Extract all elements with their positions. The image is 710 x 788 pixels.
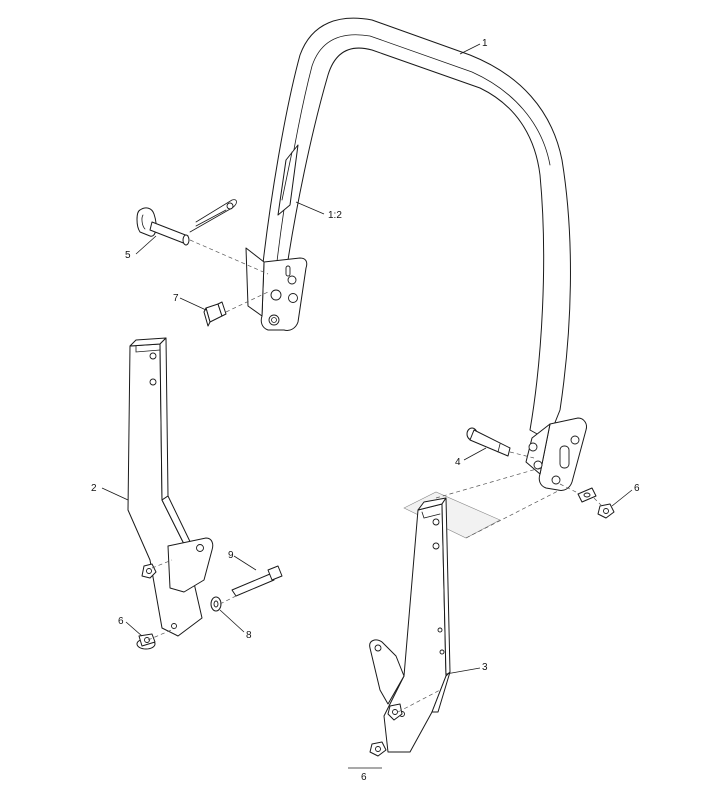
carriage-bolt <box>231 565 283 597</box>
callout-1: 1 <box>482 38 488 49</box>
flange-nut-bracket-upper <box>387 703 403 721</box>
hinge-bolt <box>466 427 511 457</box>
roll-bar-hoop <box>261 17 571 441</box>
callout-3: 3 <box>482 662 488 673</box>
washer <box>210 596 222 612</box>
flange-nut-left-lower <box>136 633 156 650</box>
adjustment-knob <box>203 301 227 327</box>
flange-nut-right <box>597 503 615 519</box>
callout-6-left: 6 <box>118 616 124 627</box>
leader-lines <box>101 43 633 769</box>
callout-2: 2 <box>91 483 97 494</box>
callout-6-right: 6 <box>634 483 640 494</box>
callout-6-bottom: 6 <box>361 772 367 783</box>
hair-pin-clip <box>189 199 237 233</box>
washer-right <box>577 487 597 503</box>
callout-9: 9 <box>228 550 234 561</box>
right-lower-bracket <box>369 491 501 753</box>
callout-8: 8 <box>246 630 252 641</box>
callout-7: 7 <box>173 293 179 304</box>
callout-4: 4 <box>455 457 461 468</box>
hoop-right-mount-plate <box>525 417 587 491</box>
callout-1-2: 1:2 <box>328 210 342 221</box>
assembly-lines <box>147 239 605 713</box>
hitch-pin <box>136 207 190 246</box>
left-lower-bracket <box>127 337 214 637</box>
hoop-left-mount-plate <box>245 247 308 331</box>
flange-nut-bracket-lower <box>369 741 387 757</box>
callout-5: 5 <box>125 250 131 261</box>
